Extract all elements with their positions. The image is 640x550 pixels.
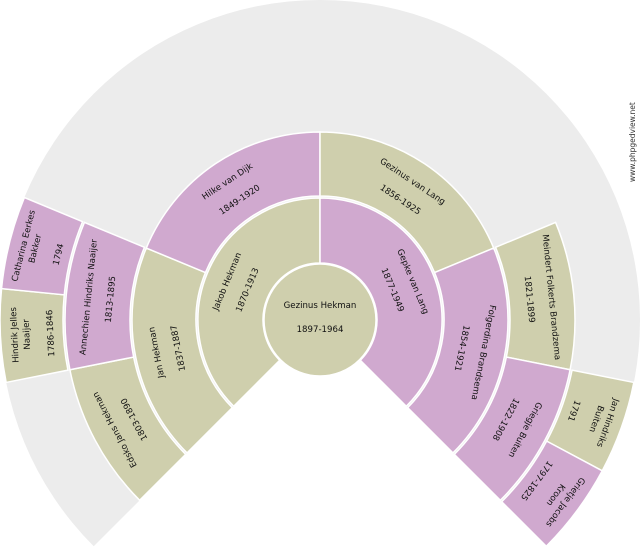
person-name: Naaijer bbox=[22, 318, 34, 349]
person-sector[interactable] bbox=[64, 221, 146, 371]
person-dates: 1897-1964 bbox=[297, 325, 344, 335]
person-sector[interactable] bbox=[319, 197, 443, 408]
person-sector[interactable] bbox=[263, 263, 377, 377]
person-sector[interactable] bbox=[406, 247, 509, 454]
person-name: Hindrik Jelles bbox=[9, 306, 22, 363]
person-sector[interactable] bbox=[0, 196, 84, 296]
person-name: Gezinus Hekman bbox=[284, 301, 357, 311]
person-dates: 1821-1899 bbox=[522, 276, 537, 324]
person-sector[interactable] bbox=[453, 356, 571, 502]
watermark: www.phpgedview.net bbox=[628, 102, 637, 182]
person-sector[interactable] bbox=[500, 440, 604, 548]
person-sector[interactable] bbox=[197, 197, 321, 408]
person-cell[interactable]: Gezinus Hekman 1897-1964 bbox=[263, 263, 377, 377]
person-dates: 1786-1846 bbox=[45, 310, 57, 357]
person-dates: 1813-1895 bbox=[104, 276, 119, 324]
